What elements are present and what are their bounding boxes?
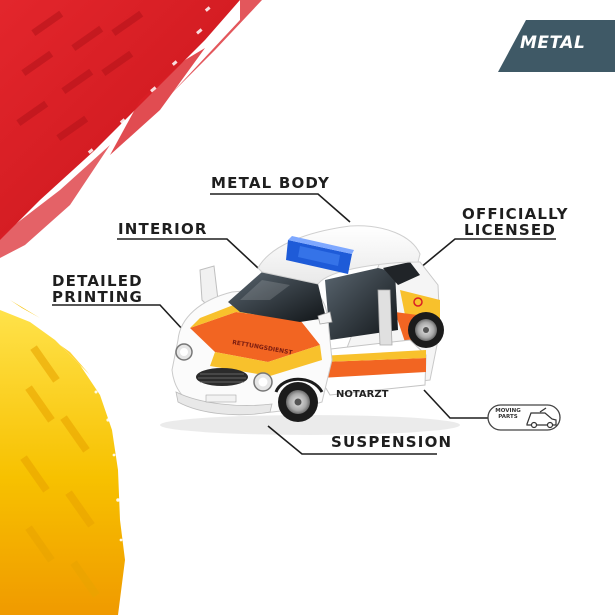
door-text: NOTARZT: [336, 389, 389, 400]
callout-suspension: SUSPENSION: [331, 433, 453, 451]
light-bar: [286, 236, 354, 274]
callout-licensed-line: LICENSED: [463, 221, 556, 239]
callout-detailed-line: DETAILED: [52, 272, 143, 290]
callout-detailed-printing: DETAILED PRINTING: [52, 273, 143, 305]
moving-parts-badge: [487, 404, 561, 431]
moving-parts-line-2: PARTS: [498, 414, 518, 420]
callout-officially-licensed: OFFICIALLY LICENSED: [462, 205, 569, 239]
red-brush-shape: [0, 0, 262, 258]
metal-badge: [498, 20, 615, 72]
callout-officially-line: OFFICIALLY: [462, 205, 569, 223]
callout-interior: INTERIOR: [118, 220, 208, 238]
yellow-brush-shape: [0, 300, 125, 615]
leader-lines: [52, 193, 556, 455]
toy-car: NOTARZT RETTUNGSDIENST: [160, 225, 460, 435]
moving-parts-line-1: MOVING: [495, 408, 521, 414]
callout-printing-line: PRINTING: [52, 288, 143, 306]
metal-badge-label: METAL: [520, 33, 586, 53]
moving-parts-label: MOVING PARTS: [491, 408, 525, 420]
callout-metal-body: METAL BODY: [211, 174, 331, 192]
